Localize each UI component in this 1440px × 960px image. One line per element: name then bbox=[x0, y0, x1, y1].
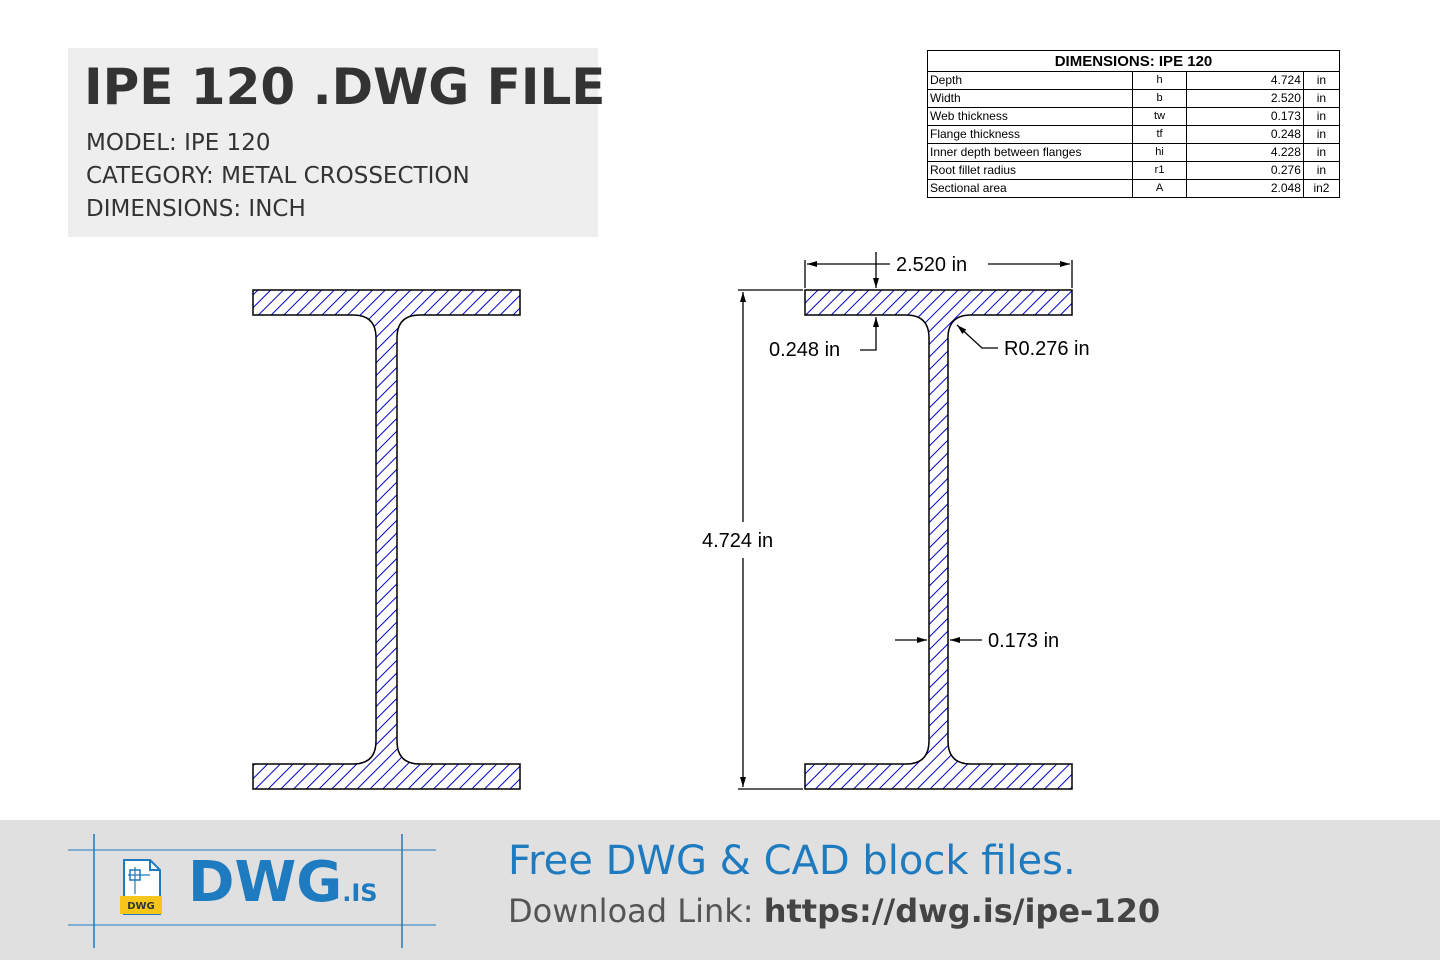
download-label: Download Link: bbox=[508, 892, 764, 930]
width-dimension bbox=[804, 252, 1073, 288]
dwg-file-icon: DWG bbox=[120, 859, 162, 915]
title-panel: IPE 120 .DWG FILE MODEL: IPE 120 CATEGOR… bbox=[68, 48, 605, 237]
flange-label: 0.248 in bbox=[769, 339, 840, 361]
logo-main: DWG bbox=[188, 850, 343, 915]
table-cell-name: Inner depth between flanges bbox=[926, 143, 1134, 162]
logo-frame: DWG bbox=[68, 834, 436, 948]
flange-dimension bbox=[860, 317, 879, 351]
table-cell-value: 4.228 bbox=[1185, 143, 1304, 162]
ibeam-left bbox=[252, 289, 521, 790]
category-label: CATEGORY: METAL CROSSECTION bbox=[86, 163, 470, 189]
logo-badge: DWG bbox=[127, 901, 155, 912]
table-cell-unit: in bbox=[1302, 143, 1341, 162]
table-cell-name: Flange thickness bbox=[926, 125, 1134, 144]
footer-banner: DWG DWG.IS Free DWG & CAD block files. D… bbox=[0, 820, 1440, 960]
radius-leader bbox=[956, 324, 998, 349]
width-label: 2.520 in bbox=[896, 254, 967, 276]
table-cell-unit: in2 bbox=[1302, 179, 1341, 198]
download-link[interactable]: https://dwg.is/ipe-120 bbox=[763, 892, 1161, 930]
ibeam-right bbox=[804, 289, 1073, 790]
download-line: Download Link: https://dwg.is/ipe-120 bbox=[508, 892, 1160, 930]
depth-label: 4.724 in bbox=[702, 530, 773, 552]
web-label: 0.173 in bbox=[988, 630, 1059, 652]
table-cell-value: 2.048 bbox=[1185, 179, 1304, 198]
table-cell-symbol: A bbox=[1132, 179, 1187, 198]
depth-dimension bbox=[738, 289, 803, 790]
logo-suffix: .IS bbox=[342, 879, 378, 907]
dimensions-label: DIMENSIONS: INCH bbox=[86, 196, 306, 222]
page-title: IPE 120 .DWG FILE bbox=[84, 58, 606, 116]
model-label: MODEL: IPE 120 bbox=[86, 130, 271, 156]
logo[interactable]: DWG.IS bbox=[188, 850, 378, 915]
radius-label: R0.276 in bbox=[1004, 338, 1090, 360]
tagline: Free DWG & CAD block files. bbox=[508, 838, 1076, 884]
table-cell-name: Sectional area bbox=[926, 179, 1134, 198]
drawing-canvas: 2.520 in 0.248 in R0.276 in 4.724 in 0.1… bbox=[252, 252, 1090, 790]
table-cell-name: Web thickness bbox=[926, 107, 1134, 126]
